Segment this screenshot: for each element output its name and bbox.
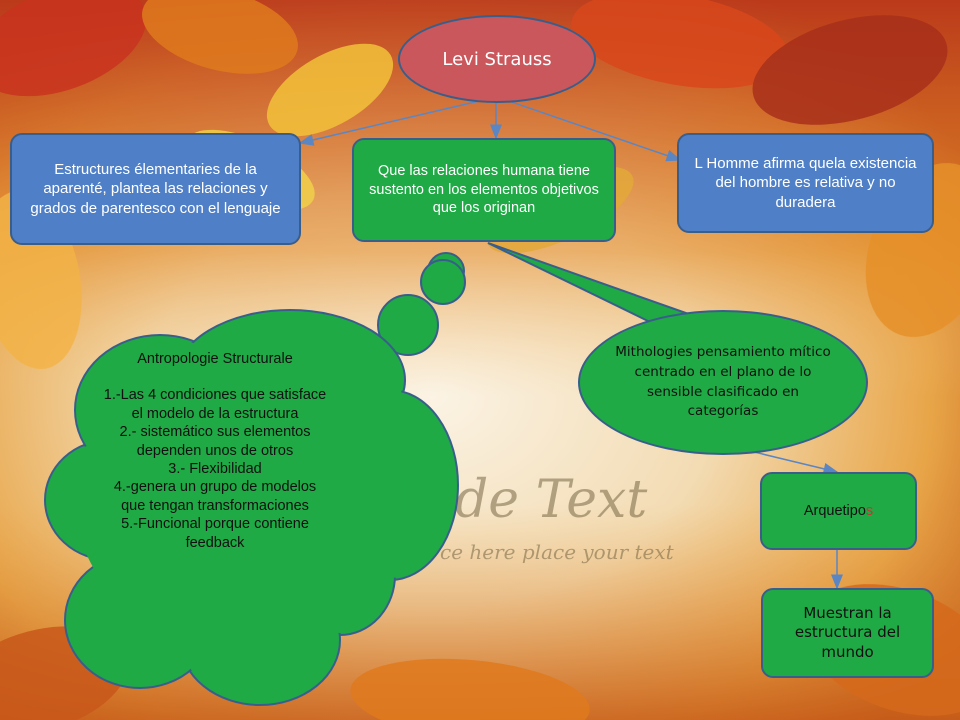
thought-bubble-circle-large xyxy=(377,294,439,356)
center-box: Que las relaciones humana tiene sustento… xyxy=(352,138,616,242)
connector-title-left xyxy=(298,97,493,146)
watermark-subtitle: ce here place your text xyxy=(440,540,674,564)
right-box: L Homme afirma quela existencia del homb… xyxy=(677,133,934,233)
title-node: Levi Strauss xyxy=(398,15,596,103)
arquetipos-main: Arquetipo xyxy=(803,502,866,519)
speech-bubble-tail xyxy=(487,242,701,324)
title-text: Levi Strauss xyxy=(442,48,552,70)
cloud-text: Antropologie Structurale 1.-Las 4 condic… xyxy=(100,350,330,552)
center-box-text: Que las relaciones humana tiene sustento… xyxy=(369,162,599,217)
right-box-text: L Homme afirma quela existencia del homb… xyxy=(694,154,917,211)
cloud-item: 3.- Flexibilidad xyxy=(168,461,262,478)
speech-bubble-text: Mithologies pensamiento mítico centrado … xyxy=(615,344,831,420)
thought-bubble-circle-medium xyxy=(420,259,466,305)
connector-title-right xyxy=(499,97,682,162)
arquetipos-box: Arquetipos xyxy=(760,472,917,550)
watermark-title: de Text xyxy=(455,470,648,530)
cloud-item: 4.-genera un grupo de modelos que tengan… xyxy=(113,479,317,514)
left-box-text: Estructures élementaries de la aparenté,… xyxy=(30,160,281,217)
arquetipos-text: Arquetipos xyxy=(804,502,873,521)
cloud-item: 1.-Las 4 condiciones que satisface el mo… xyxy=(103,387,327,422)
muestran-text: Muestran la estructura del mundo xyxy=(794,603,901,661)
muestran-box: Muestran la estructura del mundo xyxy=(761,588,934,678)
cloud-item: 5.-Funcional porque contiene feedback xyxy=(121,516,309,551)
speech-bubble: Mithologies pensamiento mítico centrado … xyxy=(578,310,868,455)
cloud-heading: Antropologie Structurale xyxy=(137,351,293,367)
arquetipos-last-letter: s xyxy=(865,502,874,519)
cloud-item: 2.- sistemático sus elementos dependen u… xyxy=(119,424,311,459)
left-box: Estructures élementaries de la aparenté,… xyxy=(10,133,301,245)
